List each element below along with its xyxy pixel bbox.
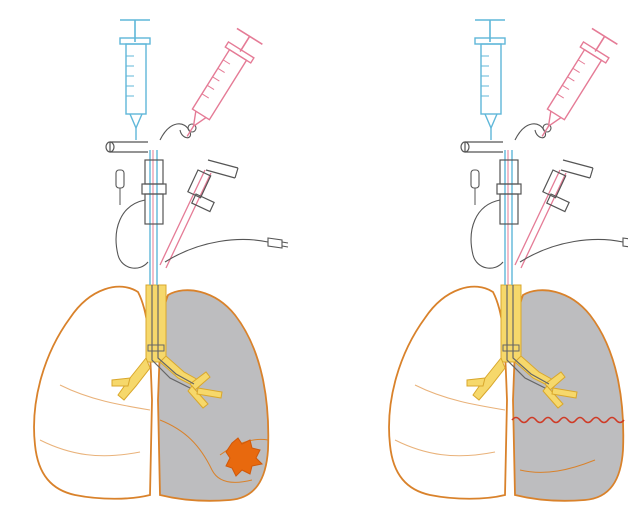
- panel-right: [389, 20, 628, 501]
- blue-syringe-icon: [120, 20, 150, 140]
- blue-syringe-icon: [475, 20, 505, 140]
- double-lumen-tube-icon: [106, 124, 288, 285]
- double-lumen-tube-icon: [461, 124, 628, 285]
- panel-left: [34, 20, 288, 501]
